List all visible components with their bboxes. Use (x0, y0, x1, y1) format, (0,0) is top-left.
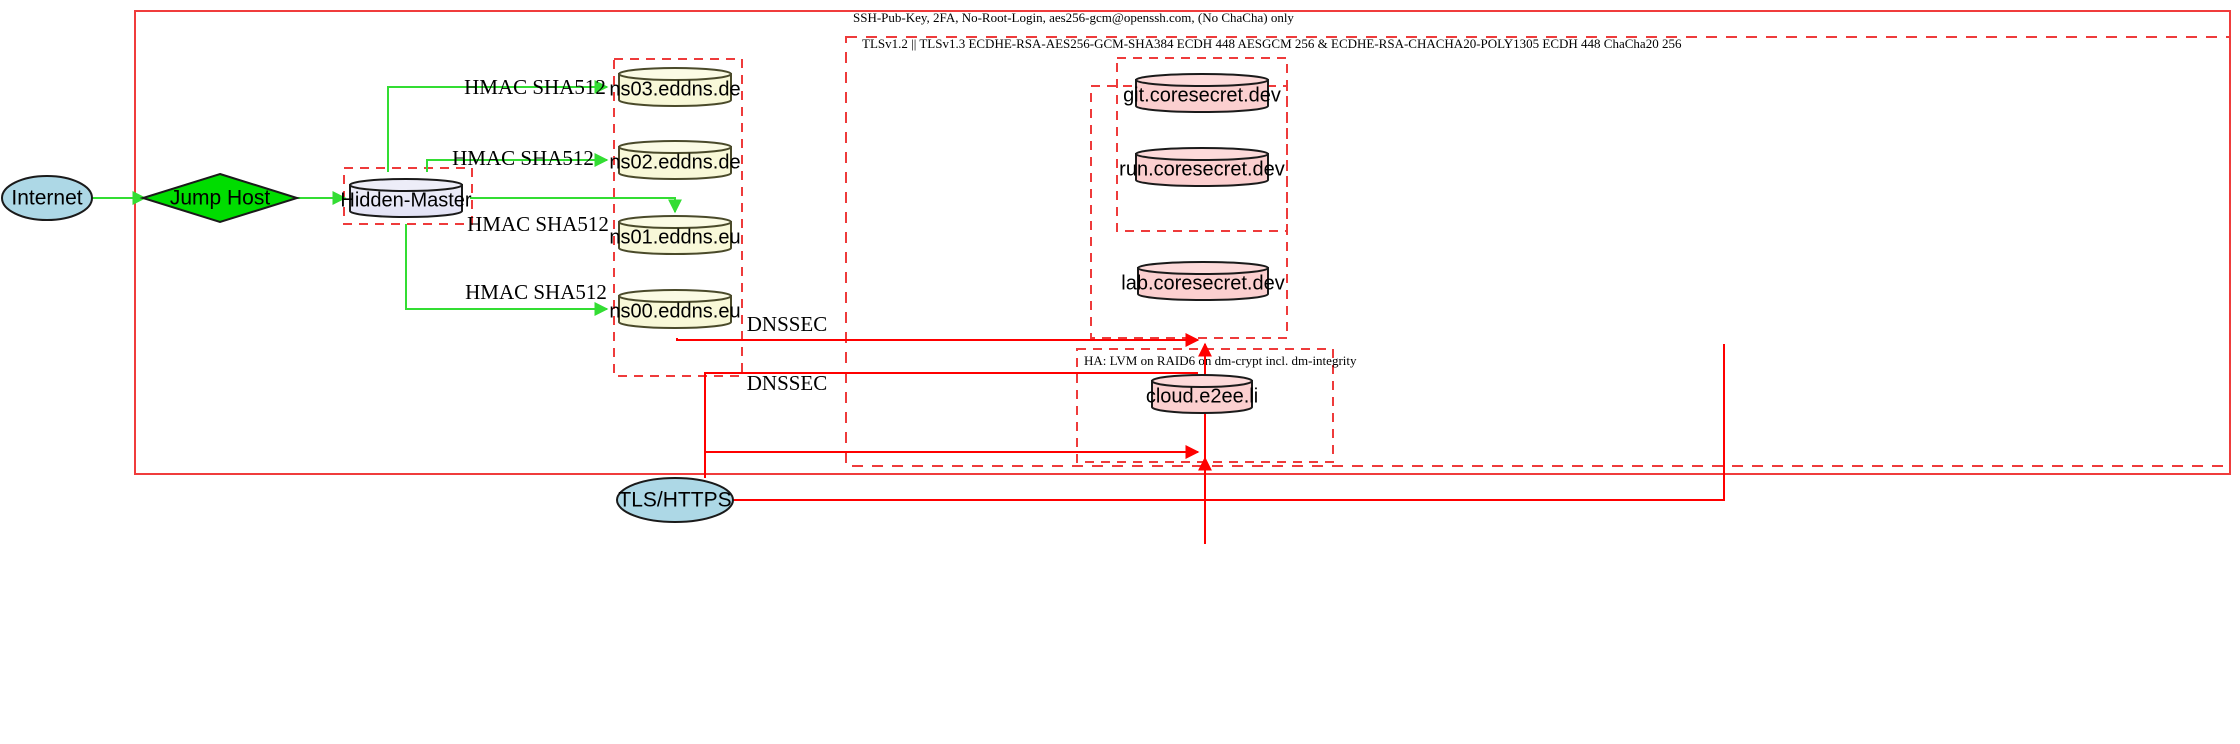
edge-master-to-ns02 (426, 153, 609, 172)
tls-https-ellipse (616, 477, 734, 523)
node-jump-host[interactable]: Jump Host (139, 172, 301, 224)
edge-label-dnssec-lower: DNSSEC (747, 371, 828, 395)
node-tls-https[interactable]: TLS/HTTPS (616, 477, 734, 523)
node-run-label: run.coresecret.dev (1119, 158, 1285, 180)
lab-top (1137, 261, 1269, 275)
lab-body (1137, 267, 1269, 301)
cluster-coresecret-inner-box (1116, 57, 1288, 232)
edge-label-dnssec-upper: DNSSEC (747, 312, 828, 336)
run-body (1135, 153, 1269, 187)
edge-label-hmac-ns00: HMAC SHA512 (465, 280, 607, 304)
node-ns00[interactable]: ns00.eddns.eu (609, 289, 741, 329)
node-cloud-label: cloud.e2ee.li (1146, 385, 1258, 407)
edge-label-hmac-ns02: HMAC SHA512 (452, 146, 594, 170)
cloud-top (1151, 374, 1253, 388)
ns02-top (618, 140, 732, 154)
node-ns03-label: ns03.eddns.de (609, 78, 740, 100)
ns01-body (618, 221, 732, 255)
ns02-body (618, 146, 732, 180)
ns00-top (618, 289, 732, 303)
ns03-body (618, 73, 732, 107)
edge-tls-to-cloud (733, 344, 1725, 501)
node-cloud-e2ee[interactable]: cloud.e2ee.li (1146, 374, 1258, 414)
run-top (1135, 147, 1269, 161)
edge-master-to-ns01 (470, 197, 682, 214)
node-ns02[interactable]: ns02.eddns.de (609, 140, 741, 180)
ns01-top (618, 215, 732, 229)
node-lab-coresecret[interactable]: lab.coresecret.dev (1121, 261, 1285, 301)
node-run-coresecret[interactable]: run.coresecret.dev (1119, 147, 1285, 187)
cluster-ha-label: HA: LVM on RAID6 on dm-crypt incl. dm-in… (1084, 353, 1357, 368)
node-git-label: git.coresecret.dev (1123, 84, 1281, 106)
edge-label-hmac-ns01: HMAC SHA512 (467, 212, 609, 236)
jump-host-diamond (139, 172, 301, 224)
git-top (1135, 73, 1269, 87)
edge-master-to-ns00 (405, 224, 609, 316)
node-ns01-label: ns01.eddns.eu (609, 226, 740, 248)
cloud-body (1151, 380, 1253, 414)
hidden-master-body (349, 184, 463, 218)
node-internet[interactable]: Internet (1, 175, 93, 221)
node-ns02-label: ns02.eddns.de (609, 151, 740, 173)
node-ns03[interactable]: ns03.eddns.de (609, 67, 741, 107)
node-hidden-master-label: Hidden-Master (340, 189, 472, 211)
cluster-ssh-label: SSH-Pub-Key, 2FA, No-Root-Login, aes256-… (853, 10, 1294, 25)
git-body (1135, 79, 1269, 113)
ns00-body (618, 295, 732, 329)
cluster-tls-label: TLSv1.2 || TLSv1.3 ECDHE-RSA-AES256-GCM-… (862, 36, 1682, 51)
edge-label-hmac-ns03: HMAC SHA512 (464, 75, 606, 99)
node-ns00-label: ns00.eddns.eu (609, 300, 740, 322)
node-lab-label: lab.coresecret.dev (1121, 272, 1284, 294)
cluster-dns-zone-box (613, 58, 743, 377)
node-hidden-master[interactable]: Hidden-Master (340, 178, 472, 218)
edge-master-to-ns03 (387, 80, 609, 172)
ns03-top (618, 67, 732, 81)
edge-dnssec-upper (676, 333, 1200, 347)
node-internet-label: Internet (11, 187, 82, 210)
node-jump-host-label: Jump Host (170, 187, 271, 210)
internet-ellipse (1, 175, 93, 221)
cluster-tls-boundary (845, 36, 2231, 467)
hidden-master-top (349, 178, 463, 192)
node-tls-https-label: TLS/HTTPS (618, 489, 731, 512)
node-ns01[interactable]: ns01.eddns.eu (609, 215, 741, 255)
node-git-coresecret[interactable]: git.coresecret.dev (1123, 73, 1281, 113)
